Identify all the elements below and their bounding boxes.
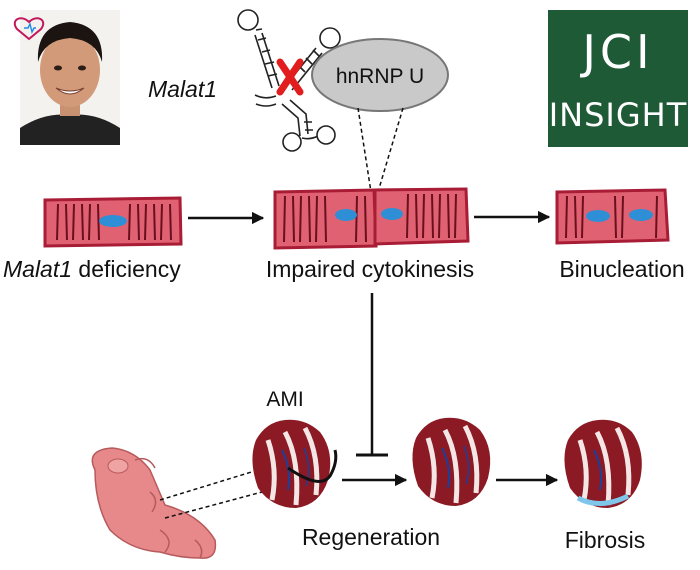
regeneration-label: Regeneration — [302, 524, 440, 550]
heart-ami — [252, 419, 338, 508]
nucleus — [335, 209, 357, 221]
impaired-cytokinesis-label: Impaired cytokinesis — [266, 256, 474, 282]
hnrnpu-label: hnRNP U — [336, 65, 424, 88]
dashed-connector — [159, 469, 259, 501]
fibrosis-label: Fibrosis — [565, 527, 646, 553]
ami-label: AMI — [266, 388, 303, 411]
nucleus — [99, 215, 127, 227]
neonatal-mouse-illustration — [91, 447, 217, 559]
cardiomyocyte-binucleated — [555, 188, 670, 245]
jci-insight-logo: JCI insight — [548, 10, 688, 147]
heart-fibrosis — [564, 419, 642, 508]
heart-regeneration — [412, 417, 491, 506]
deficiency-gene: Malat1 — [3, 256, 72, 282]
binucleation-label: Binucleation — [559, 256, 684, 282]
dashed-connector — [377, 107, 404, 193]
cardiomyocyte-single — [43, 196, 183, 248]
nucleus — [629, 209, 653, 221]
author-photo — [20, 10, 120, 145]
deficiency-text: deficiency — [72, 256, 181, 282]
nucleus — [586, 210, 610, 222]
malat1-deficiency-label: Malat1 deficiency — [3, 256, 181, 282]
malat1-gene-label: Malat1 — [148, 76, 217, 102]
dashed-connector — [164, 491, 263, 519]
inhibition-x-icon — [276, 58, 304, 96]
cardiomyocyte-dividing — [273, 187, 470, 250]
hnrnpu-protein-oval — [311, 38, 449, 112]
malat1-rna-structure — [237, 9, 341, 152]
logo-line1: JCI — [579, 25, 653, 79]
dashed-connector — [357, 107, 372, 193]
nucleus — [381, 208, 403, 220]
heart-badge-icon — [13, 17, 45, 41]
logo-line2: insight — [549, 96, 688, 134]
